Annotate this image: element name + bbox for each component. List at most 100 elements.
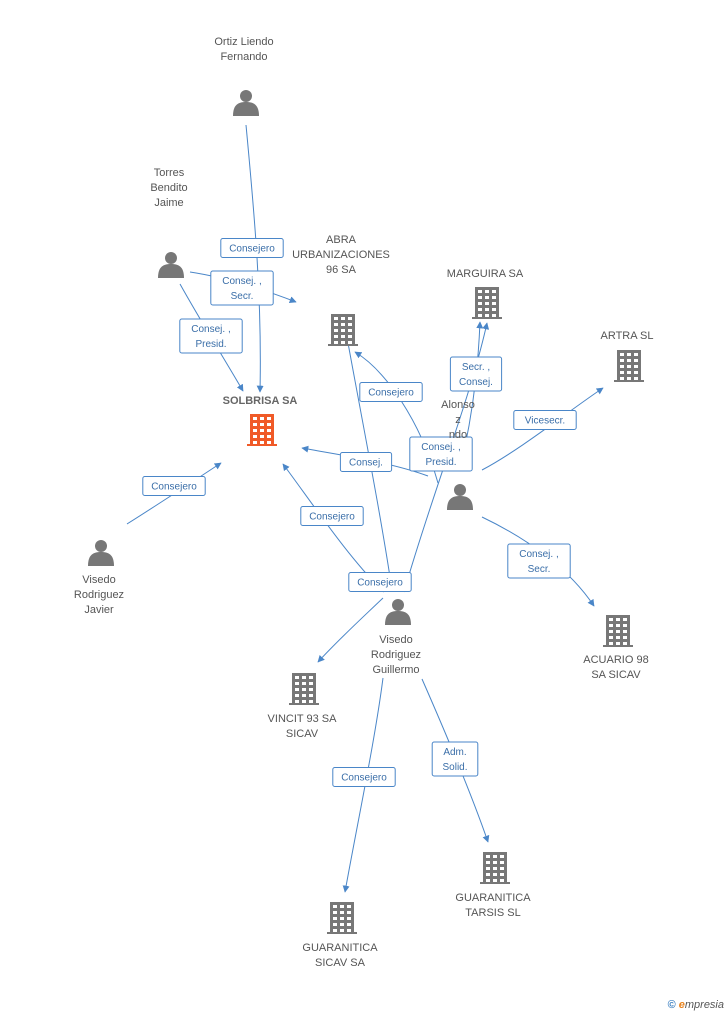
relation-label-text: Consej.: [459, 377, 493, 388]
node-label: SICAV SA: [315, 957, 366, 969]
node-label: Fernando: [220, 51, 267, 63]
building-icon: [327, 902, 357, 934]
person-icon: [88, 540, 114, 566]
relation-label-box: [409, 436, 473, 472]
relation-label-text: Consej. ,: [222, 276, 261, 287]
relation-label-box: [339, 452, 393, 472]
node-label: GUARANITICA: [455, 892, 531, 904]
relation-label-box: [348, 572, 412, 592]
relation-label-text: Consej. ,: [421, 442, 460, 453]
node-vincit[interactable]: VINCIT 93 SA SICAV: [268, 673, 338, 740]
relation-label-box: [332, 767, 396, 787]
relation-label[interactable]: Consejero: [220, 238, 284, 258]
node-label: Bendito: [150, 182, 187, 194]
relation-label-box: [300, 506, 364, 526]
node-label: URBANIZACIONES: [292, 249, 390, 261]
relation-label[interactable]: Vicesecr.: [513, 410, 577, 430]
node-label: ndo: [449, 429, 467, 441]
relation-label-text: Consejero: [368, 388, 414, 399]
node-alonso[interactable]: Alonso z ndo: [441, 399, 475, 510]
relation-label[interactable]: Adm. Solid.: [431, 741, 479, 777]
relation-label-box: [359, 382, 423, 402]
building-icon: [247, 414, 277, 446]
node-label: SA SICAV: [591, 669, 641, 681]
node-gsicav[interactable]: GUARANITICA SICAV SA: [302, 902, 378, 969]
relation-label[interactable]: Consejero: [332, 767, 396, 787]
node-artra[interactable]: ARTRA SL: [601, 330, 654, 382]
relation-label[interactable]: Consej.: [339, 452, 393, 472]
building-icon: [614, 350, 644, 382]
relation-label-box: [220, 238, 284, 258]
node-label: SICAV: [286, 728, 319, 740]
relation-label[interactable]: Consejero: [348, 572, 412, 592]
relation-label-box: [179, 318, 243, 354]
node-acuario[interactable]: ACUARIO 98 SA SICAV: [583, 615, 649, 681]
relation-label-text: Consej. ,: [191, 324, 230, 335]
relation-label[interactable]: Consejero: [300, 506, 364, 526]
relation-label[interactable]: Consej. , Secr.: [210, 270, 274, 306]
node-label: z: [455, 414, 461, 426]
relation-label-text: Consejero: [357, 578, 403, 589]
building-icon: [603, 615, 633, 647]
relation-label[interactable]: Secr. ,Consej.: [449, 356, 503, 392]
node-label: SOLBRISA SA: [223, 395, 298, 407]
footer-brand: ©empresia: [668, 999, 724, 1011]
node-label: VINCIT 93 SA: [268, 713, 338, 725]
nodes-layer: Ortiz LiendoFernandoTorresBenditoJaimeSO…: [74, 36, 654, 969]
node-abra[interactable]: ABRA URBANIZACIONES 96 SA: [292, 234, 390, 346]
node-label: ARTRA SL: [601, 330, 654, 342]
node-label: GUARANITICA: [302, 942, 378, 954]
relation-label-text: Consejero: [151, 482, 197, 493]
relation-label-text: Consej.: [349, 458, 383, 469]
copyright-icon: ©: [667, 999, 676, 1011]
node-label: 96 SA: [326, 264, 357, 276]
relation-label-box: [142, 476, 206, 496]
relation-label-text: Consej. ,: [519, 549, 558, 560]
relation-label-text: Vicesecr.: [525, 416, 565, 427]
relation-label-text: Consejero: [341, 773, 387, 784]
node-label: Javier: [84, 604, 114, 616]
relation-label[interactable]: Consejero: [359, 382, 423, 402]
node-label: Guillermo: [372, 664, 419, 676]
building-icon: [480, 852, 510, 884]
node-label: MARGUIRA SA: [447, 268, 524, 280]
relation-label-text: Solid.: [442, 762, 467, 773]
node-marguira[interactable]: MARGUIRA SA: [447, 268, 524, 319]
relation-label-text: Secr.: [231, 291, 254, 302]
building-icon: [328, 314, 358, 346]
node-label: Jaime: [154, 197, 183, 209]
relation-label[interactable]: Consej. ,Presid.: [179, 318, 243, 354]
relation-label-text: Consejero: [309, 512, 355, 523]
relation-label[interactable]: Consej. ,Presid.: [409, 436, 473, 472]
relation-label-text: Adm.: [443, 747, 466, 758]
node-label: Visedo: [82, 574, 115, 586]
node-solbrisa[interactable]: SOLBRISA SA: [223, 395, 298, 446]
person-icon: [158, 252, 184, 278]
building-icon: [289, 673, 319, 705]
node-gtarsis[interactable]: GUARANITICA TARSIS SL: [455, 852, 531, 919]
person-icon: [233, 90, 259, 116]
person-icon: [385, 599, 411, 625]
node-label: Ortiz Liendo: [214, 36, 273, 48]
person-icon: [447, 484, 473, 510]
building-icon: [472, 287, 502, 319]
node-label: ABRA: [326, 234, 357, 246]
node-label: TARSIS SL: [465, 907, 520, 919]
relation-label-box: [210, 270, 274, 306]
node-label: Rodriguez: [371, 649, 421, 661]
relation-label-box: [513, 410, 577, 430]
node-label: Torres: [154, 167, 185, 179]
brand-rest: mpresia: [684, 999, 724, 1011]
node-label: Alonso: [441, 399, 475, 411]
relation-label-box: [507, 543, 571, 579]
relation-label[interactable]: Consej. ,Secr.: [507, 543, 571, 579]
relation-label-text: Consejero: [229, 244, 275, 255]
edge-visedog-vincit: [317, 597, 384, 663]
node-label: ACUARIO 98: [583, 654, 648, 666]
relation-label[interactable]: Consejero: [142, 476, 206, 496]
node-label: Visedo: [379, 634, 412, 646]
